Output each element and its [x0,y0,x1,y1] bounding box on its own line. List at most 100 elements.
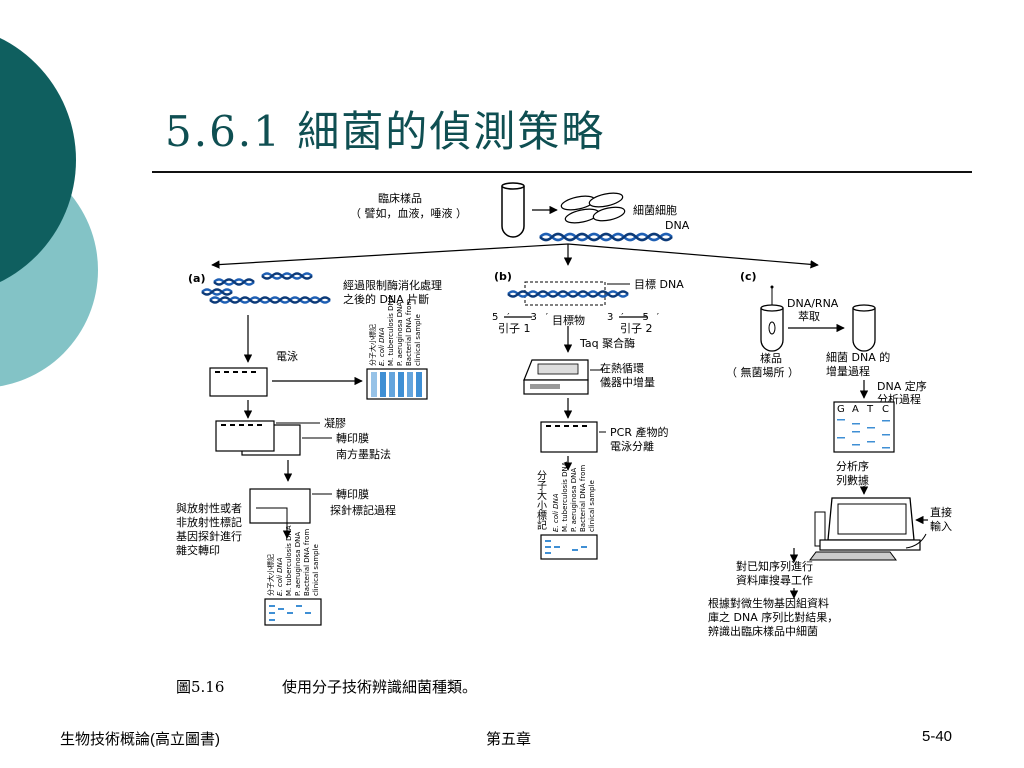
target-region-box [524,281,606,306]
database-search-label-2: 資料庫搜尋工作 [736,573,813,587]
base-label-a: A [852,404,859,415]
membrane-box [249,488,311,524]
lane-label: 分子大小標記 [266,554,275,596]
amplification-label-2: 增量過程 [826,364,870,378]
result-label-1: 根據對微生物基因組資料 [708,596,829,610]
branch-a-label: (a) [188,272,205,285]
caption-text: 使用分子技術辨識細菌種類。 [282,678,478,696]
pcr-result-gel [540,534,598,560]
lane-label: E. coli DNA [378,327,386,366]
dark-teal-circle [0,37,76,283]
top-section: 臨床樣品 （ 譬如，血液，唾液 ） 細菌細胞 DNA [211,182,819,269]
sample-tube-with-swab-icon [760,285,784,352]
lane-label: clinical sample [414,314,422,366]
cycler-label-1: 在熱循環 [600,362,644,375]
database-search-label-1: 對已知序列進行 [736,559,813,573]
electrophoresis-label: 電泳 [276,349,298,363]
lane-label: E. coli DNA [552,493,560,532]
branch-arrow-a [211,243,569,269]
hybridization-label-4: 雜交轉印 [176,543,220,557]
gel-box-b [540,421,598,453]
hybridization-label-1: 與放射性或者 [176,501,242,515]
clinical-sample-label: 臨床樣品 [378,191,422,205]
title-underline [152,171,972,173]
decorative-circles [0,37,98,387]
pointer-hybridization [256,507,288,526]
sample-label-2: （ 無菌場所 ） [726,365,799,379]
base-label-t: T [866,404,874,415]
base-label-g: G [837,404,845,415]
sample-label-1: 樣品 [760,351,782,365]
lane-labels-a: 分子大小標記 E. coli DNA M. tuberculosis DNA P… [368,295,422,366]
lane-label: clinical sample [312,544,320,596]
clinical-examples-label: （ 譬如，血液，唾液 ） [350,206,467,220]
cycler-label-2: 儀器中增量 [600,375,655,389]
caption-label: 圖5.16 [176,678,225,696]
thermal-cycler-icon [523,359,589,395]
branch-b: (b) 目標 DNA 5′ 3′ 引子 1 目標物 3′ 5′ 引子 2 Taq… [492,270,684,560]
target-dna-helix [507,290,629,298]
footer-course-title: 生物技術概論(高立圖書) [60,731,220,748]
gel-label: 凝膠 [324,416,346,430]
digest-label-1: 經過限制酶消化處理 [343,278,442,292]
dna-label: DNA [665,219,690,232]
lane-label: P. aeruginosa DNA [294,532,302,596]
lane-label: P. aeruginosa DNA [570,468,578,532]
blot-membrane-label: 轉印膜 [336,432,369,445]
gel-box-a [209,367,268,397]
extract-label-2: 萃取 [798,310,820,323]
branch-b-label: (b) [494,270,512,283]
pcr-label-1: PCR 產物的 [610,425,668,439]
lane-label: P. aeruginosa DNA [396,302,404,366]
hybridization-label-2: 非放射性標記 [176,515,242,529]
primer2-label: 引子 2 [620,321,653,335]
analysis-label-2: 列數據 [836,473,869,487]
lane-label: M. tuberculosis DNA [285,525,293,596]
lane-label: M. tuberculosis DNA [561,461,569,532]
lane-label: M. tuberculosis DNA [387,295,395,366]
lane-label: Bacterial DNA from [303,529,311,596]
lane-label: clinical sample [588,480,596,532]
slide-title: 5.6.1 細菌的偵測策略 [165,107,606,156]
base-label-c: C [882,404,889,415]
branch-c: (c) DNA/RNA 萃取 樣品 （ 無菌場所 ） 細菌 DNA 的 增量過程… [708,270,952,638]
lane-label: 分子大小標記 [368,324,377,366]
gel-result-a [366,368,428,400]
bacterial-cells-icon [560,192,626,224]
footer-page-number: 5-40 [922,728,953,745]
extract-label-1: DNA/RNA [787,297,839,310]
pcr-label-2: 電泳分離 [610,439,654,453]
target-label: 目標物 [552,313,585,327]
computer-icon [809,497,927,561]
branch-c-label: (c) [740,270,757,283]
sequencing-gel: G A T C [833,401,895,453]
input-label-2: 輸入 [930,519,952,533]
hybridization-label-3: 基因探針進行 [176,529,242,543]
bacteria-detection-diagram: 臨床樣品 （ 譬如，血液，唾液 ） 細菌細胞 DNA (a) [176,182,952,638]
footer-chapter: 第五章 [486,731,532,748]
result-label-2: 庫之 DNA 序列比對結果， [708,610,838,624]
dna-fragments-icon [201,272,331,304]
primer1-label: 引子 1 [498,321,531,335]
analysis-label-1: 分析序 [836,459,869,473]
probe-labeling-label: 探針標記過程 [330,503,396,517]
lane-label: Bacterial DNA from [405,299,413,366]
blot-membrane-label-2: 轉印膜 [336,488,369,501]
lane-labels-b: E. coli DNA M. tuberculosis DNA P. aerug… [552,461,596,532]
hybridization-result-gel [264,598,322,626]
lane-label: E. coli DNA [276,557,284,596]
amplification-label-1: 細菌 DNA 的 [826,350,890,364]
target-dna-label: 目標 DNA [634,277,684,291]
input-label-1: 直接 [930,505,952,519]
branch-arrow-c [567,243,819,269]
bacterial-cells-label: 細菌細胞 [633,204,677,217]
size-marker-vertical: 分子大小標記 [535,470,547,531]
dna-tube-icon [852,304,876,352]
result-label-3: 辨識出臨床樣品中細菌 [708,624,818,638]
southern-blot-label: 南方墨點法 [336,447,391,461]
taq-label: Taq 聚合酶 [579,336,635,350]
sample-tube-icon [501,182,525,238]
lane-label: Bacterial DNA from [579,465,587,532]
branch-a: (a) 經過限制酶消化處理 之後的 DNA 片斷 電泳 分子大小標記 E. co… [176,272,442,626]
lane-labels-a-final: 分子大小標記 E. coli DNA M. tuberculosis DNA P… [266,525,320,596]
